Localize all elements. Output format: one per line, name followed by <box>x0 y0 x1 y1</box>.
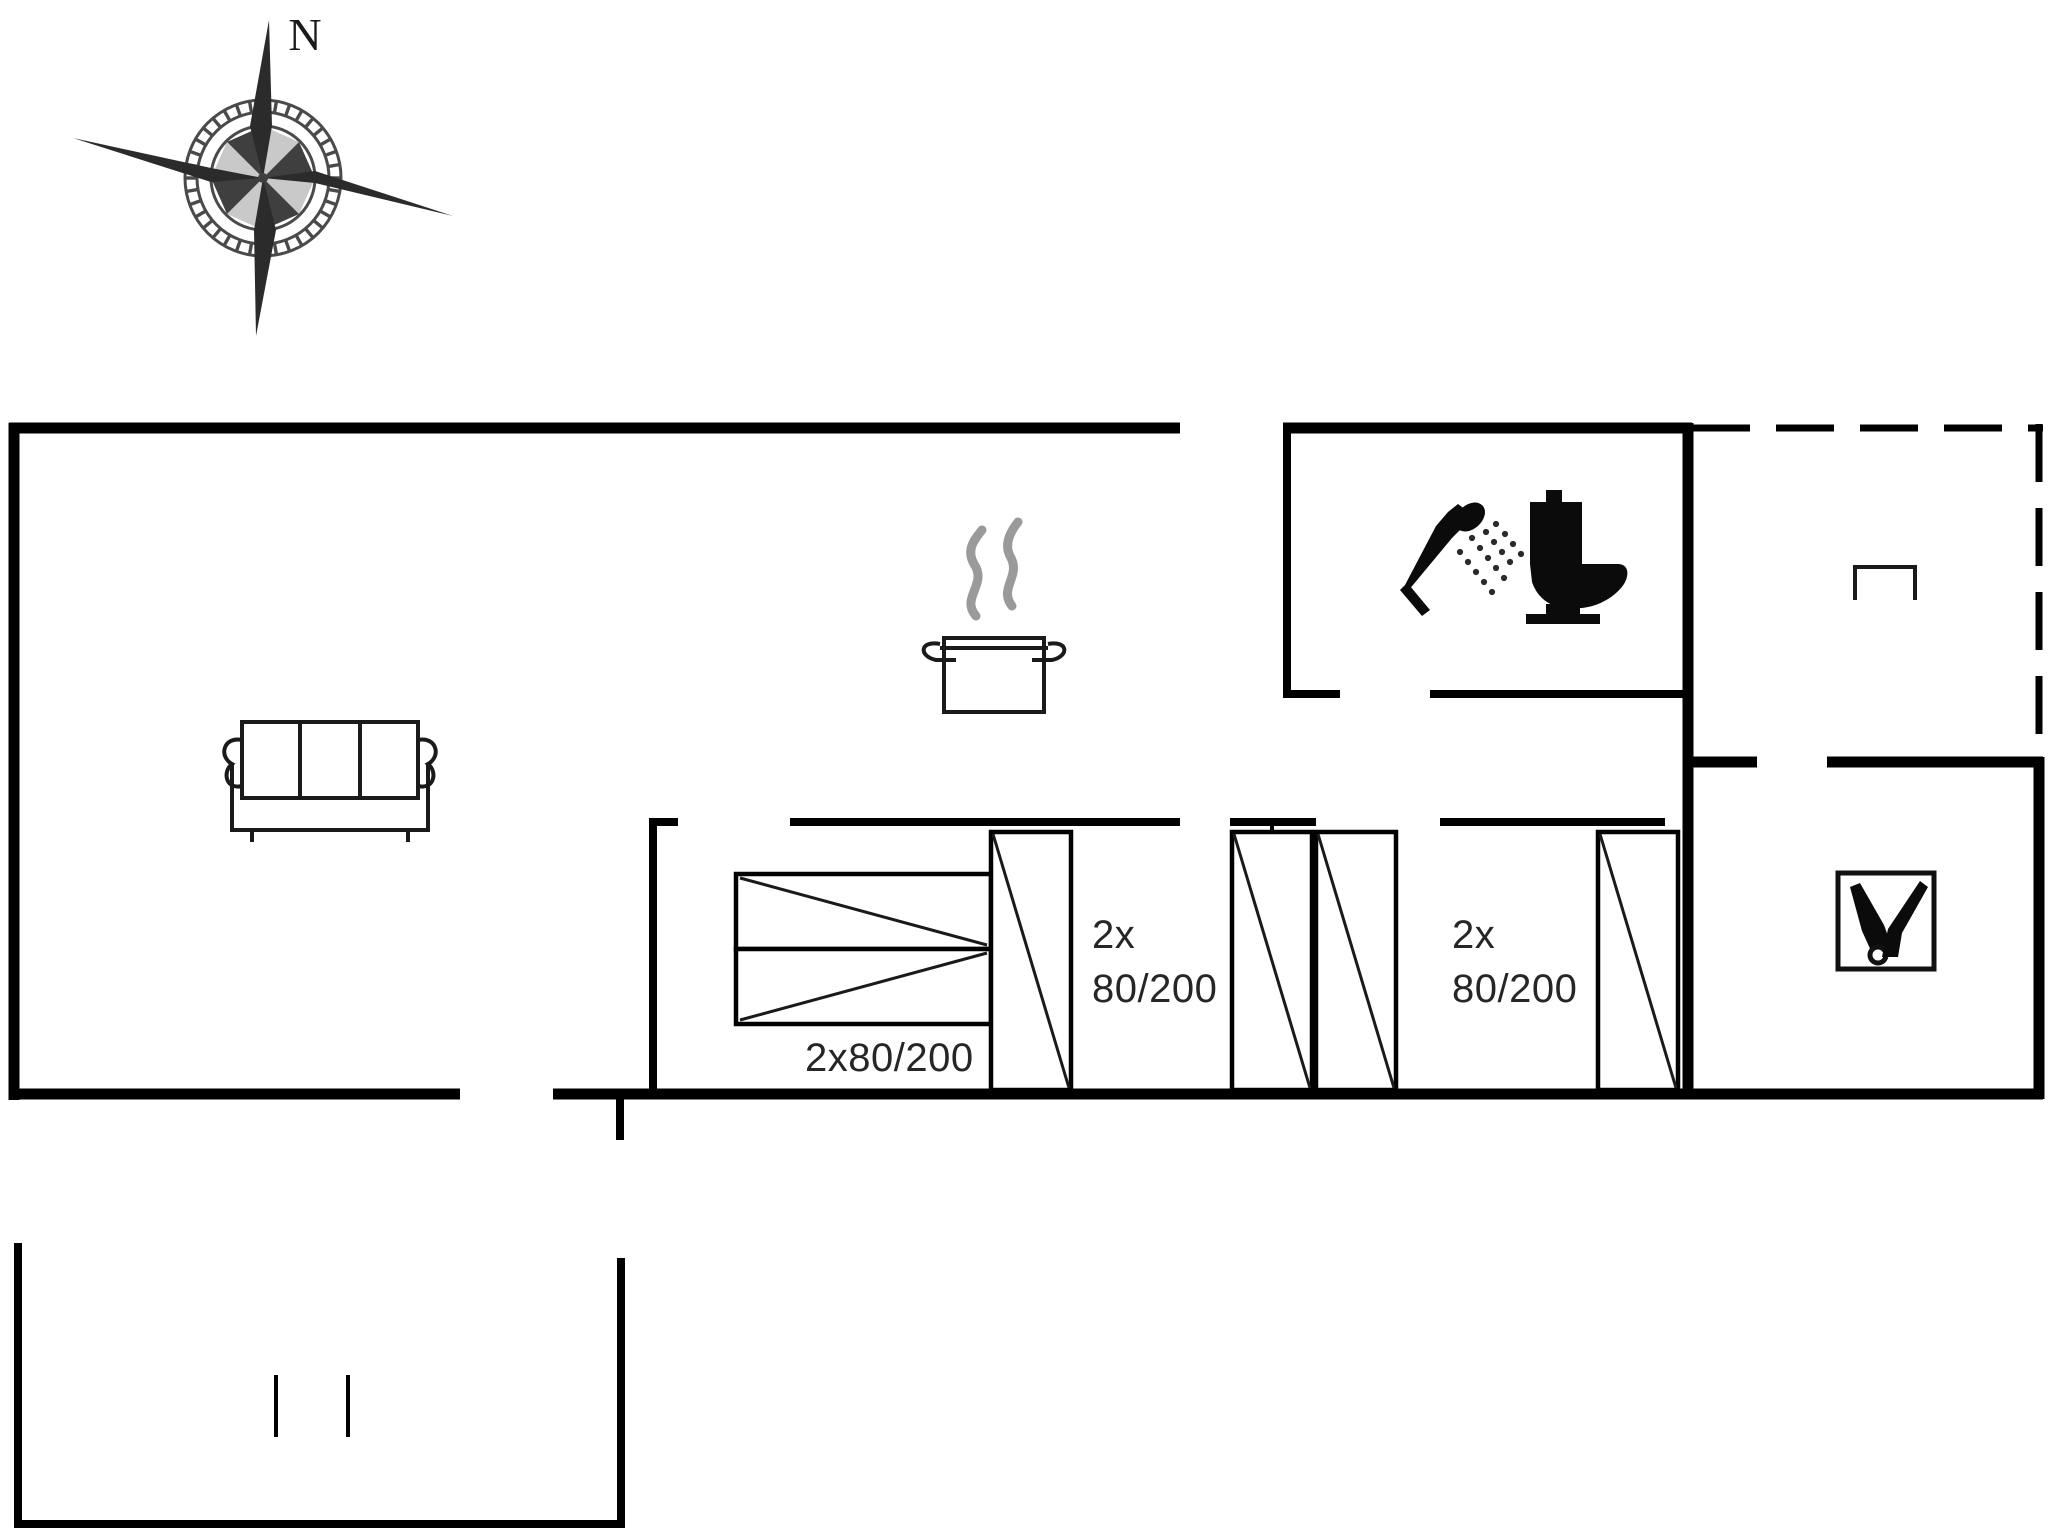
compass-dial <box>73 20 453 336</box>
door-middle-b-swing <box>1316 833 1396 1089</box>
compass-needles <box>73 20 453 336</box>
steam-left <box>966 525 987 621</box>
bedroom-right-size-line2: 80/200 <box>1452 967 1577 1011</box>
cooking-pot-icon <box>921 517 1067 714</box>
broom-body <box>1882 881 1928 957</box>
shower-droplets <box>1456 520 1525 596</box>
vacuum-body <box>1850 883 1892 953</box>
door-bedroom-left <box>988 829 1074 1093</box>
bedroom-left-size-line1: 2x <box>1092 913 1135 957</box>
door-bedroom-right-swing <box>1598 833 1678 1089</box>
door-bedroom-left-swing <box>991 833 1071 1089</box>
compass-north-label: N <box>288 9 321 60</box>
building-walls <box>8 422 2045 1140</box>
door-middle-a-swing <box>1232 833 1312 1089</box>
terrace-fixture-icon <box>1853 565 1917 600</box>
shower-icon <box>1400 502 1525 616</box>
steam-right <box>1003 517 1023 611</box>
door-pair-middle <box>1229 829 1399 1093</box>
bunk-bed-upper-diagonal <box>739 876 988 947</box>
bedroom-right-size-line1: 2x <box>1452 913 1495 957</box>
door-bedroom-right <box>1595 829 1681 1093</box>
toilet-icon <box>1526 490 1628 624</box>
bunk-bed-lower-diagonal <box>739 951 988 1022</box>
bedroom-right-size-label: 2x 80/200 <box>1452 913 1577 1011</box>
bedroom-left-size-line2: 80/200 <box>1092 967 1217 1011</box>
bunk-bed: 2x80/200 <box>733 871 994 1080</box>
cleaning-utility-icon <box>1835 870 1937 972</box>
compass-rose: N <box>73 9 453 336</box>
bedroom-left-size-label: 2x 80/200 <box>1092 913 1217 1011</box>
sofa-icon <box>222 720 438 842</box>
terrace-fixture-shape <box>1853 565 1917 600</box>
terrace-bottom <box>14 1243 625 1528</box>
bunk-bed-size-label: 2x80/200 <box>805 1036 974 1080</box>
